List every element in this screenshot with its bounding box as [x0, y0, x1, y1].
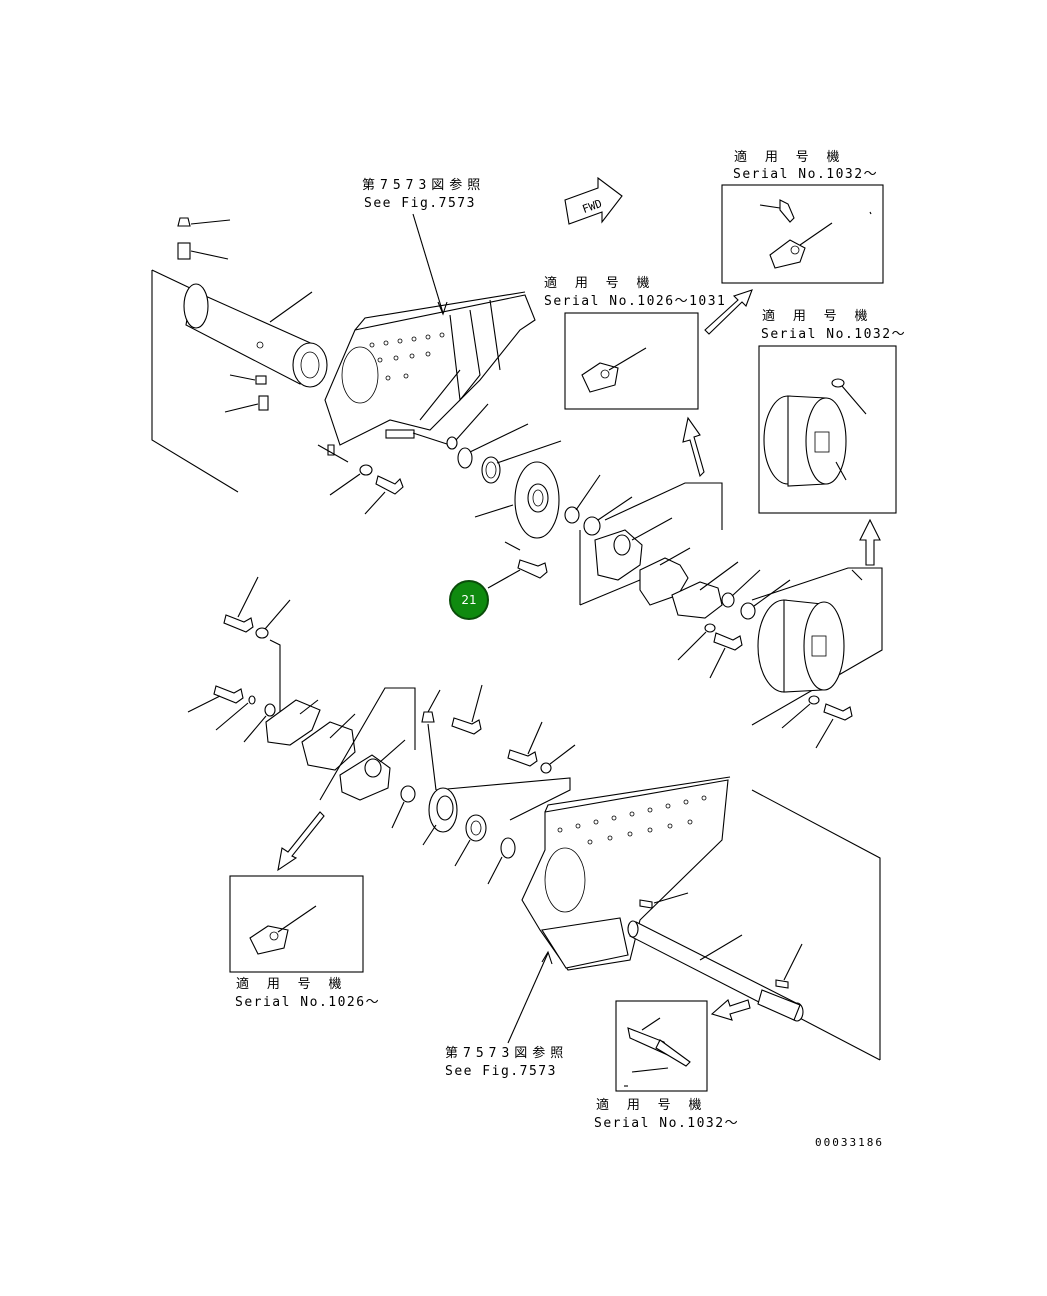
inset-top-right-small-jp: 適 用 号 機 [734, 150, 845, 165]
inset-bottom-shaft-jp: 適 用 号 機 [596, 1098, 707, 1113]
inset-top-right-small-serial: Serial No.1032～ [733, 167, 879, 182]
upper-left-bolts [317, 444, 404, 515]
center-seal-stack [446, 403, 633, 589]
inset-bottom-left [229, 875, 364, 973]
inset-bottom-left-jp: 適 用 号 機 [236, 977, 347, 992]
drawing-number: 00033186 [815, 1136, 884, 1149]
ref-label-top-en: See Fig.7573 [364, 196, 476, 211]
ref-label-top-jp: 第7573図参照 [362, 178, 486, 193]
lower-center-seals [391, 684, 576, 885]
lower-shaft-assembly [627, 789, 881, 1061]
fwd-arrow: FWD [564, 176, 623, 225]
ref-label-bottom-jp: 第7573図参照 [445, 1046, 569, 1061]
inset-right-drum [758, 345, 897, 514]
part-callout-badge-21[interactable]: 21 [449, 580, 489, 620]
right-center-plate-group [579, 482, 791, 679]
inset-arrows [277, 289, 881, 1021]
inset-middle [564, 312, 699, 410]
inset-middle-serial: Serial No.1026～1031 [544, 294, 727, 309]
upper-left-shaft-assembly [151, 217, 328, 493]
fwd-text: FWD [581, 197, 604, 216]
lower-left-bolts-plates [187, 576, 416, 801]
upper-frame-bracket [324, 213, 536, 456]
inset-bottom-shaft-serial: Serial No.1032～ [594, 1116, 740, 1131]
lower-frame-bracket [507, 776, 731, 1044]
inset-right-drum-serial: Serial No.1032～ [761, 327, 907, 342]
inset-top-right-small [721, 184, 884, 284]
inset-bottom-left-serial: Serial No.1026～ [235, 995, 381, 1010]
inset-middle-jp: 適 用 号 機 [544, 276, 655, 291]
inset-right-drum-jp: 適 用 号 機 [762, 309, 873, 324]
ref-label-bottom-en: See Fig.7573 [445, 1064, 557, 1079]
inset-bottom-shaft [615, 1000, 708, 1092]
lower-right-drum-group [751, 567, 883, 749]
